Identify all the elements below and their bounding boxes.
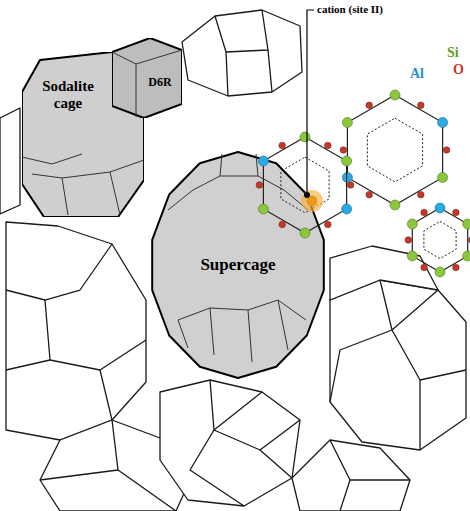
silicon-atom [407,219,417,229]
cage-face [340,480,350,511]
ring-inner [367,118,422,182]
oxygen-atom [421,209,428,216]
silicon-atom [300,228,310,238]
oxygen-atom [443,147,450,154]
cage-face [248,310,252,362]
cage-outline [330,280,466,450]
cage-face [330,440,410,480]
cage-face [210,308,214,355]
supercage: Supercage [148,150,328,380]
cage-face [256,154,258,176]
cage-face [6,300,50,370]
oxygen-atom [325,142,332,149]
ring-bond [412,208,467,272]
element-label: Si [446,45,460,61]
aluminium-atom [258,156,268,166]
callout-label: cation (site II) [316,3,384,16]
ring-bond [263,137,346,233]
oxygen-atom [418,191,425,198]
oxygen-atom [366,191,373,198]
oxygen-atom [256,182,263,189]
silicon-atom [390,200,400,210]
cage-face [40,470,118,480]
silicon-atom [342,118,352,128]
oxygen-atom [366,102,373,109]
ring-inner [281,157,329,213]
cage-outline [0,108,20,214]
oxygen-atom [279,221,286,228]
aluminium-atom [435,203,445,213]
oxygen-atom [325,221,332,228]
cage-face [190,430,244,506]
silicon-atom [435,267,445,277]
silicon-atom [258,204,268,214]
cage-outline [6,222,146,440]
cage-face [214,420,300,450]
cage-face [62,172,120,215]
cage-face [419,380,420,450]
leader-dot [304,192,310,198]
oxygen-atom [421,264,428,271]
cage-face [278,300,288,350]
element-label: Al [409,66,425,82]
cage-face [100,370,112,420]
cage-outline [182,10,302,96]
aluminium-atom [342,204,352,214]
cage-face [268,50,272,92]
cage-face [50,340,146,370]
silicon-atom [342,156,352,166]
silicon-atom [300,132,310,142]
silicon-atom [407,251,417,261]
cage-outline [160,380,300,506]
oxygen-atom [453,264,460,271]
silicon-atom [438,173,448,183]
node-label: D6R [138,76,182,89]
node-label: Sodalite cage [30,78,106,111]
d6r-prism: D6R [112,38,182,118]
cage-face [215,10,268,52]
silicon-atom [390,90,400,100]
cage-outline [152,152,324,378]
ring-bond [347,95,442,205]
cage-outline [330,246,438,300]
cage-face [22,154,82,164]
cage-face [330,330,392,402]
oxygen-atom [405,237,412,244]
cage-face [178,300,306,320]
cage-face [168,190,193,210]
element-label: O [452,62,465,78]
oxygen-atom [418,102,425,109]
cage-face [210,380,262,430]
cage-face [112,50,182,64]
cation-glow [301,190,323,212]
node-label: Supercage [158,256,318,275]
oxygen-atom [340,147,347,154]
oxygen-atom [347,182,354,189]
cage-face [32,174,68,215]
oxygen-atom [468,237,470,244]
leader-line [307,10,314,193]
cage-face [6,244,112,300]
oxygen-atom [279,142,286,149]
cage-outline [292,440,410,511]
cage-face [193,176,284,190]
aluminium-atom [342,173,352,183]
cage-face [178,320,188,348]
cage-face [260,450,292,478]
aluminium-atom [438,118,448,128]
cage-face [392,330,466,380]
ring-inner [424,221,456,258]
cage-face [136,64,137,117]
oxygen-atom [453,209,460,216]
silicon-atom [463,251,470,261]
silicon-atom [463,219,470,229]
cage-face [220,154,222,176]
cage-face [110,160,144,172]
cage-outline [112,38,182,118]
cage-face [226,52,228,96]
